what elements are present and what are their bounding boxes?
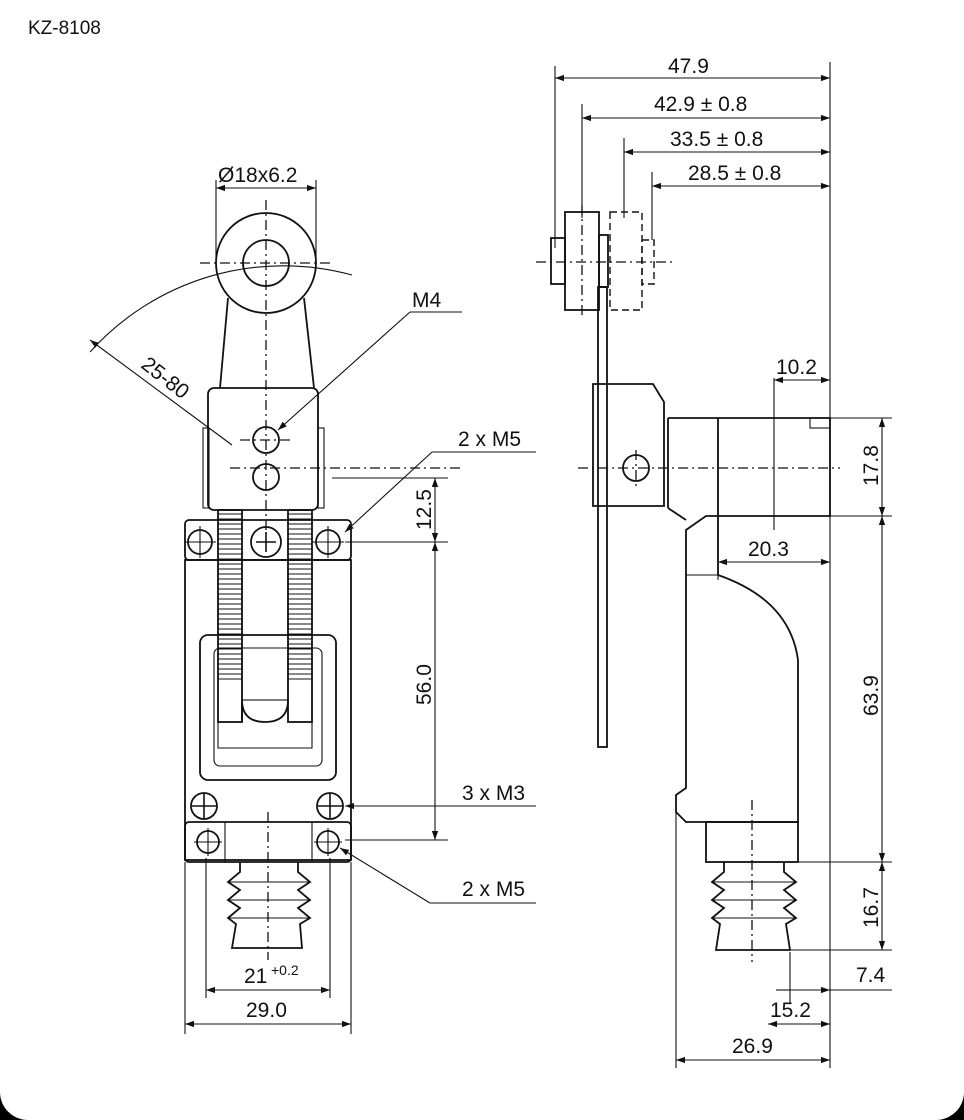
dim-10-2-label: 10.2 (776, 356, 817, 379)
dim-16-7-label: 16.7 (860, 887, 883, 928)
front-view: 25-80 Ø18x6.2 M4 (89, 164, 536, 1034)
dim-7-4-label: 7.4 (856, 964, 886, 987)
side-view: 47.9 42.9 ± 0.8 33.5 ± 0.8 28.5 ± 0.8 (536, 55, 892, 1068)
dim-20-3-label: 20.3 (748, 538, 789, 561)
arm-swing-arc (89, 265, 353, 353)
side-head (668, 417, 831, 823)
adjust-screw-upper (252, 426, 280, 454)
side-bellows (710, 862, 798, 951)
m5-top-label: 2 x M5 (458, 428, 521, 451)
dim-15-2-label: 15.2 (770, 999, 811, 1022)
adjust-screw-lower (252, 463, 280, 491)
model-label: KZ-8108 (28, 18, 101, 39)
m4-label: M4 (412, 289, 441, 312)
head-block (207, 387, 319, 511)
roller-dim-label: Ø18x6.2 (218, 164, 297, 187)
lever-hub (592, 383, 665, 507)
roller-alt-position (609, 211, 643, 311)
dim-12-5-label: 12.5 (413, 489, 436, 530)
dim-63-9-label: 63.9 (860, 675, 883, 716)
lever-rod (597, 286, 608, 748)
dim-47-9-label: 47.9 (668, 55, 709, 78)
dim-33-5-label: 33.5 ± 0.8 (670, 128, 763, 151)
dim-29-0-label: 29.0 (246, 999, 287, 1022)
m3-label: 3 x M3 (462, 782, 525, 805)
m5-bottom-label: 2 x M5 (462, 878, 525, 901)
lever-arm (219, 297, 315, 389)
front-bellows (226, 862, 312, 949)
dim-42-9-label: 42.9 ± 0.8 (654, 93, 747, 116)
dim-56-0-label: 56.0 (413, 664, 436, 705)
ribbed-bracket (217, 509, 313, 749)
dim-26-9-label: 26.9 (732, 1035, 773, 1058)
dim-21-tolerance: +0.2 (271, 962, 299, 978)
dim-21-label: 21 (244, 965, 267, 988)
dim-28-5-label: 28.5 ± 0.8 (688, 162, 781, 185)
dim-17-8-label: 17.8 (860, 445, 883, 486)
